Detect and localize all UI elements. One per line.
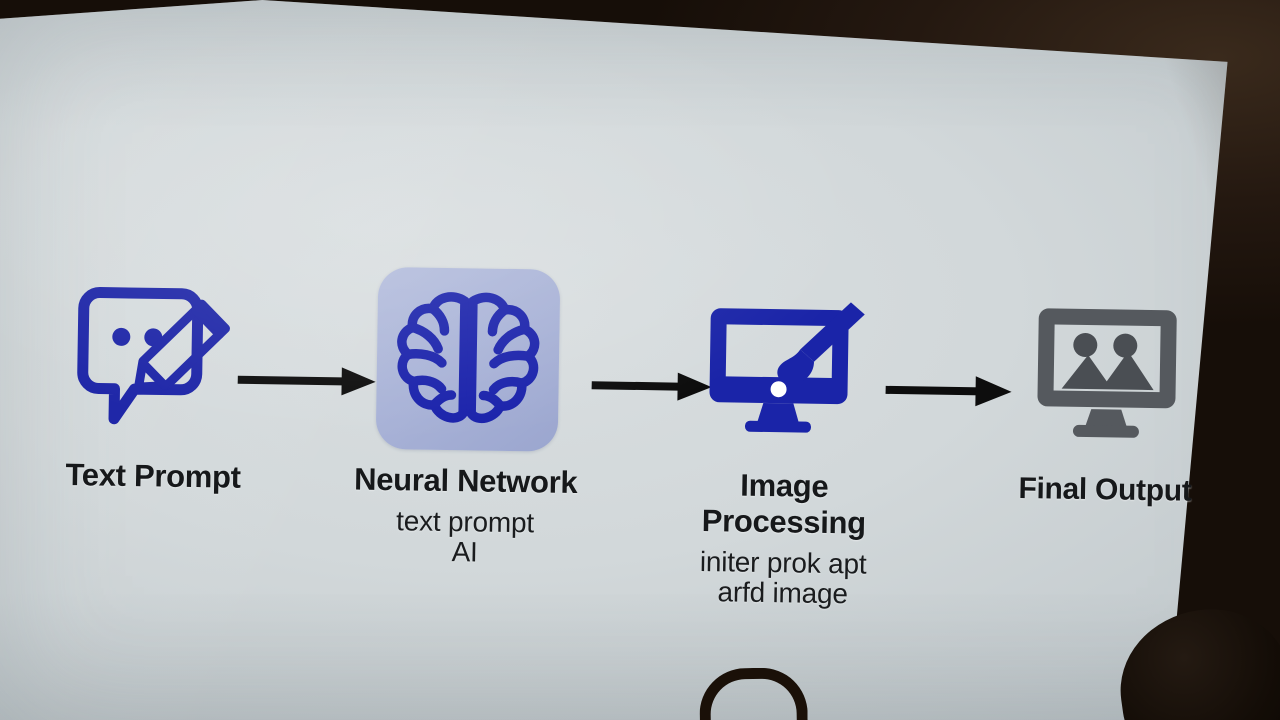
stage-title: Image Processing — [701, 467, 867, 541]
right-arrow-icon — [591, 372, 712, 401]
arrow-neural-network-to-image-processing — [591, 365, 722, 407]
stage-icon-container — [375, 260, 561, 459]
stage-title: Final Output — [1018, 471, 1192, 508]
brain-icon — [396, 292, 539, 424]
stage-icon-container — [1030, 270, 1183, 468]
stage-subline: AI — [451, 536, 478, 568]
speech-bubble-pencil-icon — [77, 287, 230, 425]
arrow-image-processing-to-final-output — [885, 370, 1021, 412]
stage-icon-container — [701, 265, 872, 464]
stage-subtitle: initer prok apt arfd image — [699, 545, 867, 610]
stage-subline: initer prok apt — [699, 545, 867, 580]
stage-subtitle: text prompt AI — [395, 505, 535, 568]
stage-list: Text Prompt — [15, 254, 1231, 673]
stage-image-processing: Image Processing initer prok apt arfd im… — [659, 264, 910, 610]
stage-subline: text prompt — [395, 505, 535, 539]
right-arrow-icon — [237, 367, 376, 396]
stage-final-output: Final Output — [982, 269, 1232, 509]
stage-title: Neural Network — [353, 461, 578, 501]
monitor-picture-icon — [1037, 308, 1177, 438]
stage-subline: arfd image — [717, 576, 849, 610]
stage-icon-container — [76, 255, 235, 453]
arrow-text-prompt-to-neural-network — [237, 360, 388, 402]
monitor-paintbrush-icon — [709, 302, 866, 433]
stage-neural-network: Neural Network text prompt AI — [341, 259, 592, 569]
neural-network-tile — [375, 266, 561, 452]
paintbrush-icon — [777, 302, 866, 384]
right-arrow-icon — [885, 376, 1012, 407]
stage-title: Text Prompt — [65, 457, 242, 495]
stage-text-prompt: Text Prompt — [30, 254, 280, 496]
